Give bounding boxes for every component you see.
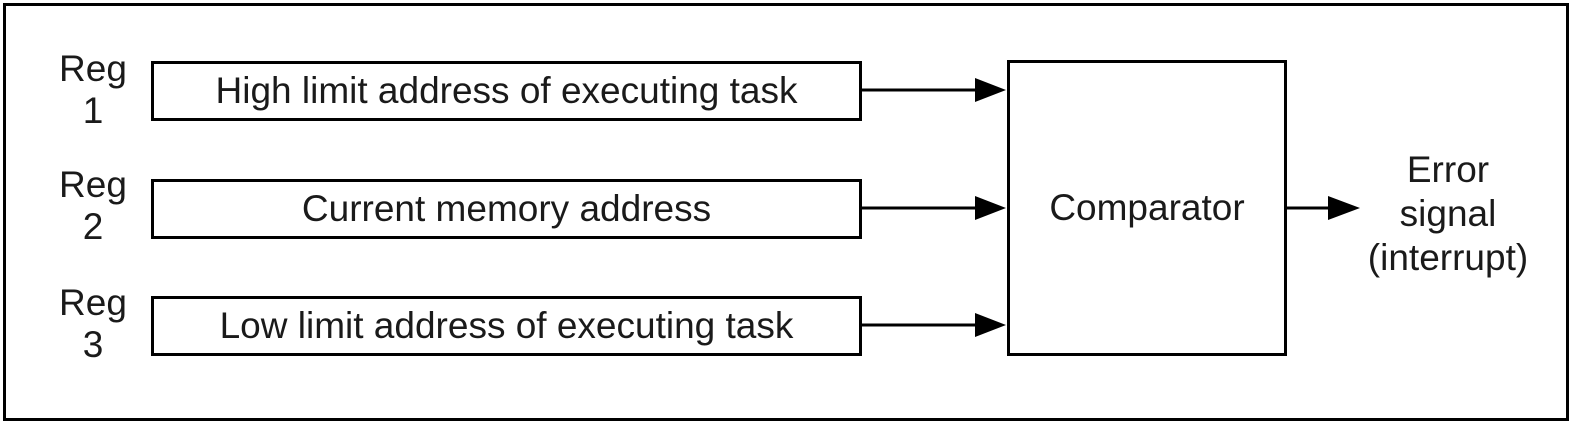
reg-3-box: Low limit address of executing task — [151, 296, 862, 356]
reg-2-label: Reg 2 — [48, 164, 138, 248]
reg-1-content: High limit address of executing task — [215, 70, 798, 111]
reg-2-box: Current memory address — [151, 179, 862, 239]
error-signal-line3: (interrupt) — [1367, 237, 1529, 278]
arrow-reg-3-to-comparator — [862, 313, 1006, 337]
reg-1-label-line2: 1 — [82, 90, 104, 131]
reg-2-content: Current memory address — [301, 188, 712, 229]
reg-2-label-line2: 2 — [82, 206, 104, 247]
reg-3-label: Reg 3 — [48, 282, 138, 366]
error-signal-line1: Error — [1406, 149, 1490, 190]
reg-3-label-line1: Reg — [59, 282, 127, 323]
arrow-comparator-to-error-signal — [1287, 196, 1360, 220]
reg-1-label-line1: Reg — [59, 48, 127, 89]
arrow-reg-1-to-comparator — [862, 78, 1006, 102]
reg-1-box: High limit address of executing task — [151, 61, 862, 121]
error-signal-line2: signal — [1399, 193, 1497, 234]
reg-3-content: Low limit address of executing task — [219, 305, 794, 346]
reg-2-label-line1: Reg — [59, 164, 127, 205]
error-signal-label: Error signal (interrupt) — [1348, 148, 1548, 280]
reg-3-label-line2: 3 — [82, 324, 104, 365]
arrow-reg-2-to-comparator — [862, 196, 1006, 220]
reg-1-label: Reg 1 — [48, 48, 138, 132]
comparator-box: Comparator — [1007, 60, 1287, 356]
comparator-label: Comparator — [1049, 187, 1245, 228]
